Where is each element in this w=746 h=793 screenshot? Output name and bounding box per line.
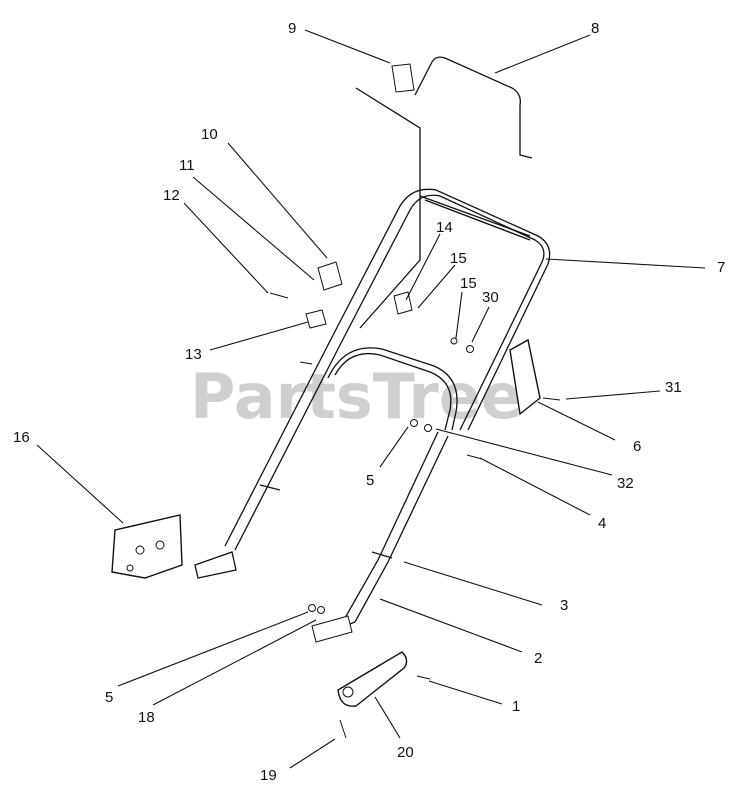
callout-19: 19 xyxy=(260,767,277,784)
callout-13: 13 xyxy=(185,346,202,363)
callout-labels: 1 2 3 4 5 5 6 7 8 9 10 11 12 13 14 15 15… xyxy=(13,20,725,784)
callout-32: 32 xyxy=(617,475,634,492)
lower-handle xyxy=(311,431,449,643)
callout-9: 9 xyxy=(288,20,296,37)
upper-handle xyxy=(194,188,551,579)
callout-20: 20 xyxy=(397,744,414,761)
crossbar xyxy=(327,347,458,431)
bail-wire xyxy=(391,56,533,159)
callout-11: 11 xyxy=(179,157,195,174)
callout-5a: 5 xyxy=(366,472,374,489)
mount-bracket xyxy=(337,651,408,707)
callout-18: 18 xyxy=(138,709,155,726)
callout-8: 8 xyxy=(591,20,599,37)
callout-15a: 15 xyxy=(450,250,467,267)
hardware xyxy=(269,292,561,739)
callout-31: 31 xyxy=(665,379,682,396)
cable-guide xyxy=(509,338,541,416)
callout-7: 7 xyxy=(717,259,725,276)
callout-1: 1 xyxy=(512,698,520,715)
callout-4: 4 xyxy=(598,515,606,532)
callout-2: 2 xyxy=(534,650,542,667)
callout-30: 30 xyxy=(482,289,499,306)
callout-3: 3 xyxy=(560,597,568,614)
callout-15b: 15 xyxy=(460,275,477,292)
callout-5b: 5 xyxy=(105,689,113,706)
cable-assembly xyxy=(305,87,421,329)
watermark-text: PartsTree xyxy=(190,360,523,433)
height-bracket xyxy=(111,514,183,579)
callout-6: 6 xyxy=(633,438,641,455)
callout-12: 12 xyxy=(163,187,180,204)
callout-10: 10 xyxy=(201,126,218,143)
leader-lines xyxy=(36,29,706,769)
callout-14: 14 xyxy=(436,219,453,236)
callout-16: 16 xyxy=(13,429,30,446)
